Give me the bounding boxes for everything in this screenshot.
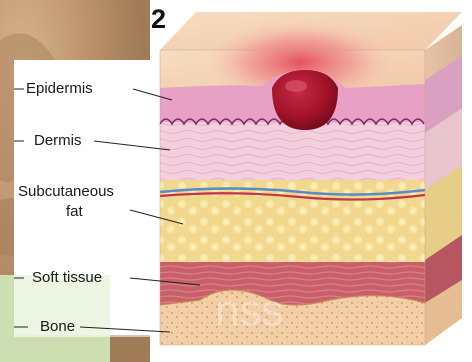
subcutaneous-label-line2: fat [66,203,83,220]
dermis-layer [160,122,425,182]
watermark: nss [215,286,283,335]
subcutaneous-label-line1: Subcutaneous [18,183,114,200]
dermis-label: Dermis [34,132,82,149]
epidermis-label: Epidermis [26,80,93,97]
soft-tissue-label: Soft tissue [32,269,102,286]
bone-label: Bone [40,318,75,335]
stage-number: 2 [151,4,166,35]
pressure-ulcer-blister [272,70,338,130]
